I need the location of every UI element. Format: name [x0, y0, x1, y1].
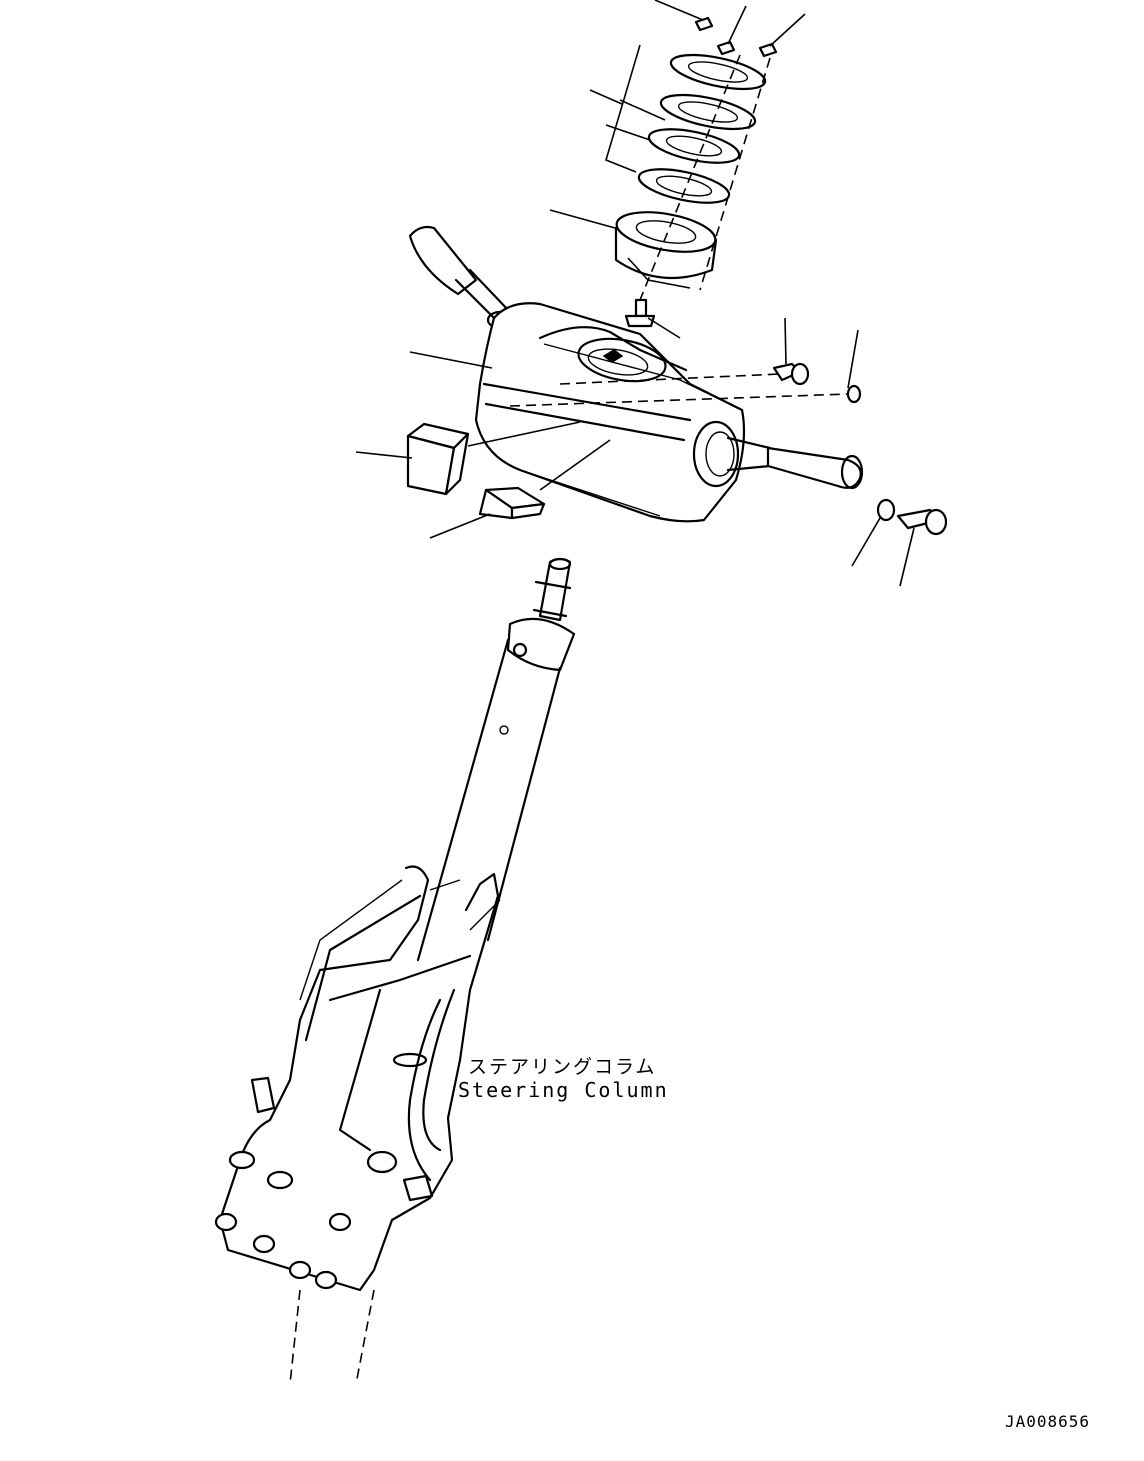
column-spacer: [549, 209, 718, 289]
drawing-number: JA008656: [1005, 1412, 1091, 1431]
top-nut-right: [758, 13, 806, 58]
top-nut-left: [654, 0, 714, 32]
combination-switch: [408, 225, 864, 523]
component-label-english: Steering Column: [458, 1078, 669, 1102]
steering-shaft: [506, 557, 576, 672]
lever-bolt: [851, 498, 948, 587]
shim-ring-1: [669, 53, 767, 91]
column-tube: [416, 638, 562, 962]
component-label-japanese: ステアリングコラム: [468, 1056, 657, 1078]
top-nut-middle: [716, 5, 747, 56]
side-washer: [846, 329, 862, 404]
shim-bracket-leader: [589, 44, 666, 173]
side-bolt: [772, 317, 810, 386]
shim-ring-2: [659, 93, 757, 131]
shim-ring-3: [647, 128, 741, 164]
relay-block: [355, 422, 470, 496]
mount-screw: [624, 298, 681, 339]
pad-block: [429, 486, 546, 539]
column-bracket: [214, 865, 500, 1292]
shim-ring-4: [637, 168, 731, 204]
